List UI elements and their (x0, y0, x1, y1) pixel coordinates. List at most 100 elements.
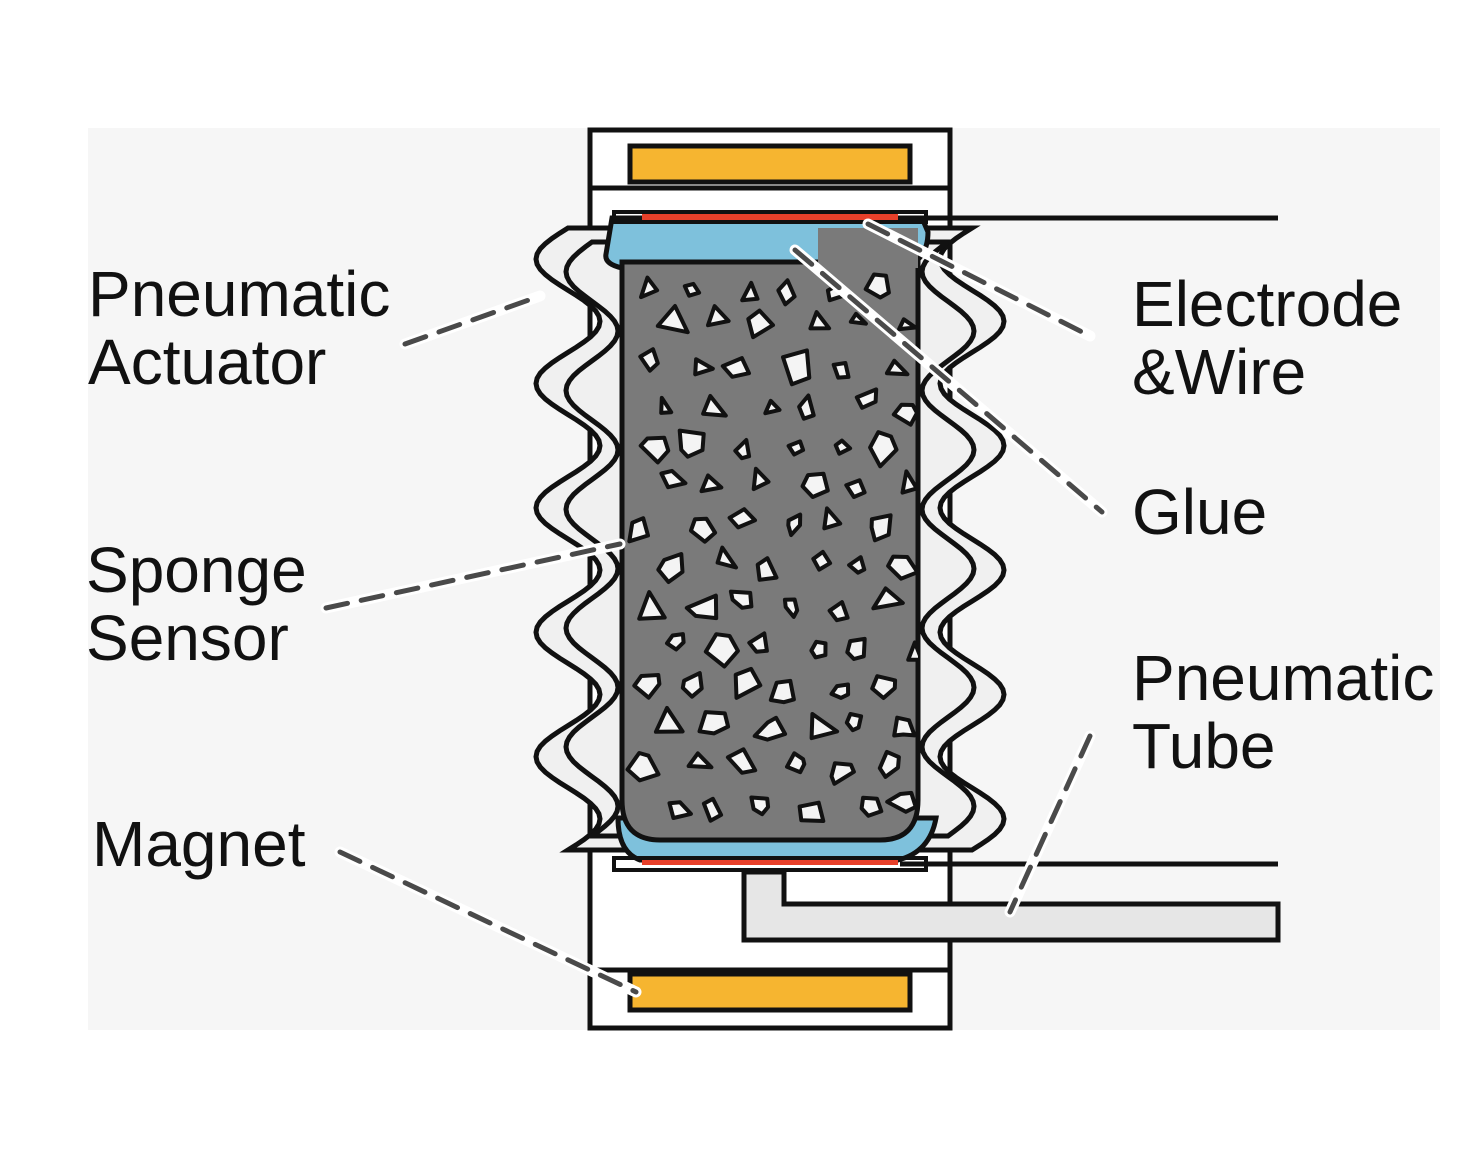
sponge-pore (844, 478, 867, 499)
sponge-pore (697, 710, 731, 736)
sponge-pore (809, 712, 840, 741)
sponge-pore (868, 430, 899, 469)
sponge-pore (688, 516, 718, 544)
sponge-pore (891, 402, 918, 427)
sponge-pore (845, 636, 867, 661)
label-pneumatic-actuator-line1: Pneumatic (88, 258, 390, 330)
sponge-pore (639, 275, 660, 300)
sponge-sensor (619, 259, 921, 843)
sponge-pore (848, 311, 868, 326)
sponge-pore (653, 706, 685, 734)
sponge-pore (782, 597, 800, 619)
sponge-pore (768, 678, 796, 705)
sponge-pore (833, 438, 853, 456)
sponge-pore (884, 358, 910, 377)
sponge-pore (800, 471, 830, 499)
sponge-pore (667, 800, 693, 820)
sponge-pore (684, 593, 719, 621)
sponge-pore (715, 545, 738, 570)
sponge-pore (831, 361, 851, 380)
sponge-pore (665, 632, 686, 652)
leader-electrode-wire (862, 218, 1096, 342)
sponge-pore (886, 554, 918, 581)
sponge-pore (781, 348, 812, 387)
sponge-pore (638, 347, 660, 373)
sponge-pore (827, 600, 850, 623)
label-magnet: Magnet (92, 808, 306, 880)
sponge-pore (659, 395, 674, 415)
sponge-pore (720, 356, 751, 379)
label-glue: Glue (1132, 476, 1267, 548)
sponge-pore (625, 751, 661, 783)
sponge-pore (733, 438, 752, 461)
label-sponge-sensor-line2: Sensor (86, 602, 289, 674)
sponge-pore (776, 278, 797, 307)
sponge-pore (637, 590, 667, 621)
sponge-pore (785, 751, 807, 775)
sponge-pore (797, 800, 826, 823)
sponge-pore (892, 715, 917, 738)
sponge-pore (751, 466, 771, 492)
sponge-pore (847, 555, 867, 575)
sponge-pore (701, 394, 728, 418)
sponge-pore (829, 761, 856, 786)
sponge-pore (863, 272, 891, 300)
sponge-pore (659, 468, 688, 490)
leader-pneumatic-tube (1004, 730, 1096, 918)
sponge-pore (786, 512, 803, 537)
magnet-top (627, 143, 913, 185)
sponge-pore (728, 589, 754, 610)
label-electrode-wire-line1: Electrode (1132, 268, 1402, 340)
sponge-pore (733, 666, 763, 700)
sponge-pore (786, 439, 806, 457)
sponge-pore (686, 751, 714, 770)
sponge-pore (656, 552, 685, 584)
sponge-pore (822, 506, 843, 531)
label-pneumatic-actuator-line2: Actuator (88, 326, 326, 398)
sponge-pore (746, 308, 775, 340)
sponge-pore (859, 795, 884, 818)
sponge-top-block (818, 228, 918, 268)
label-pneumatic-tube-line2: Tube (1132, 710, 1276, 782)
sponge-pore (701, 796, 724, 823)
sponge-pore (897, 317, 918, 332)
sponge-pore (870, 674, 898, 700)
sponge-pore (900, 469, 918, 495)
sponge-pore (682, 281, 702, 298)
sponge-pore (844, 712, 864, 733)
sponge-pore (706, 304, 731, 328)
sponge-pore (680, 671, 704, 699)
sponge-pore (877, 749, 901, 779)
sponge-pore (906, 640, 918, 662)
electrode-bottom (642, 858, 898, 865)
sponge-pore (725, 747, 758, 775)
sponge-pore (677, 428, 706, 459)
sponge-pores (625, 272, 918, 823)
leader-glue (789, 244, 1108, 518)
sponge-pore (632, 673, 662, 700)
sponge-pore (749, 795, 771, 817)
label-pneumatic-tube-line1: Pneumatic (1132, 642, 1434, 714)
sponge-pore (752, 715, 788, 742)
sponge-pore (885, 790, 918, 814)
sponge-pore (747, 631, 769, 654)
sponge-pore (655, 304, 690, 335)
leader-lines (320, 218, 1108, 998)
sponge-pore (627, 516, 650, 544)
sponge-pore (699, 473, 724, 494)
electrode-top (642, 214, 898, 221)
sponge-pore (809, 639, 828, 660)
sponge-pore (638, 435, 671, 465)
magnet-bottom (627, 971, 913, 1013)
label-sponge-sensor-line1: Sponge (86, 534, 307, 606)
leader-pneumatic-actuator (399, 290, 546, 350)
leader-magnet (334, 846, 642, 998)
sponge-pore (740, 280, 760, 303)
sponge-pore (829, 682, 851, 700)
sponge-pore (763, 398, 782, 416)
sponge-pore (808, 310, 832, 331)
sponge-pore (811, 549, 833, 572)
label-electrode-wire-line2: &Wire (1132, 336, 1306, 408)
